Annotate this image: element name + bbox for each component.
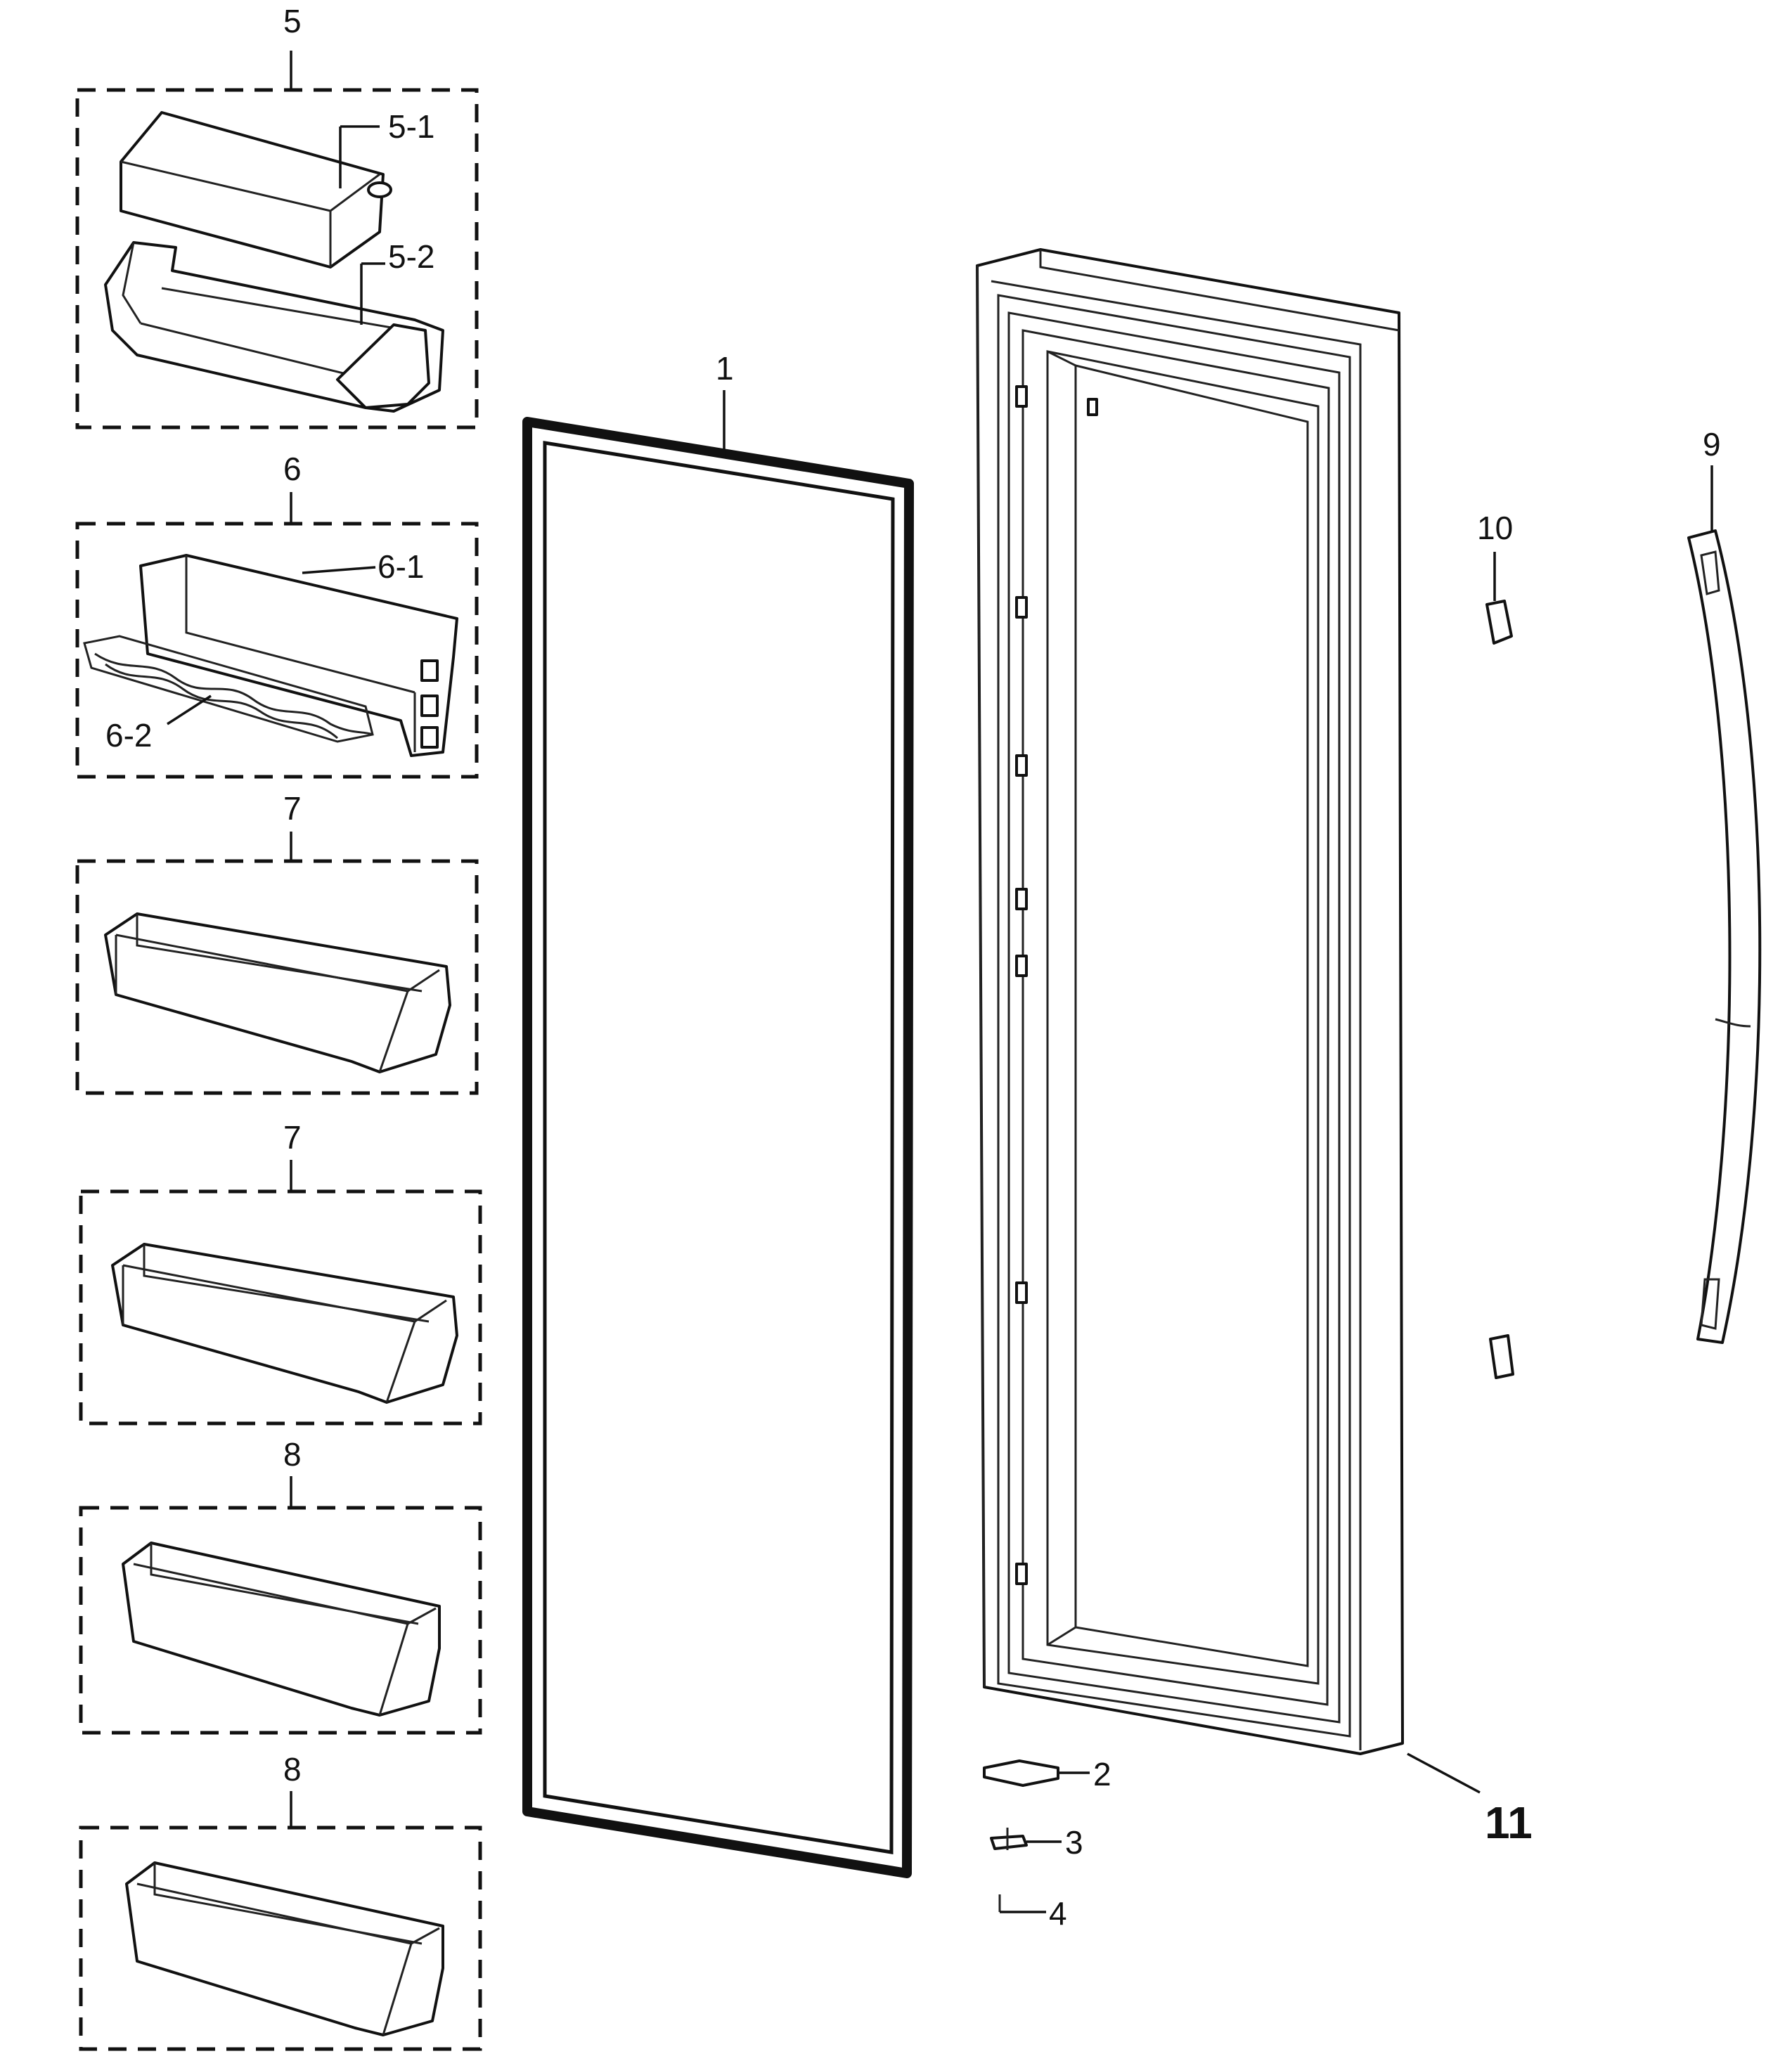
door-assembly-11 [976,248,1404,1755]
cover-5-1 [120,111,392,269]
callout-7a: 7 [283,790,302,827]
bin-6-1 [139,554,458,757]
callout-6-2: 6-2 [105,717,152,754]
callout-6: 6 [283,451,302,487]
bin-7b [111,1243,458,1404]
hinge-hardware [983,1759,1090,1913]
bin-7a [104,912,451,1073]
part-group-7b [79,1160,482,1426]
bin-8a [122,1542,441,1717]
callout-3: 3 [1065,1824,1083,1861]
door-gasket-1 [522,390,914,1878]
callout-1: 1 [716,350,734,387]
part-group-5 [75,51,479,429]
part-group-7a [75,832,479,1095]
door-handle-9 [1687,465,1762,1344]
part-group-8a [79,1476,482,1735]
callout-2: 2 [1093,1756,1111,1792]
callout-5-1: 5-1 [388,108,434,145]
shelf-5-2 [104,241,444,413]
bin-8b [125,1861,444,2036]
callout-9: 9 [1703,426,1721,463]
callout-5-2: 5-2 [388,238,434,275]
part-group-8b [79,1791,482,2051]
callout-8b: 8 [283,1751,302,1788]
callout-8a: 8 [283,1436,302,1473]
rack-6-2 [83,635,374,743]
callout-4: 4 [1049,1895,1067,1932]
callout-6-1: 6-1 [378,548,424,585]
handle-mounts-10 [1485,552,1514,1379]
callout-7b: 7 [283,1119,302,1156]
callout-11: 11 [1485,1797,1533,1848]
callout-5: 5 [283,3,302,39]
callout-10: 10 [1477,510,1513,546]
part-group-6 [75,492,479,779]
